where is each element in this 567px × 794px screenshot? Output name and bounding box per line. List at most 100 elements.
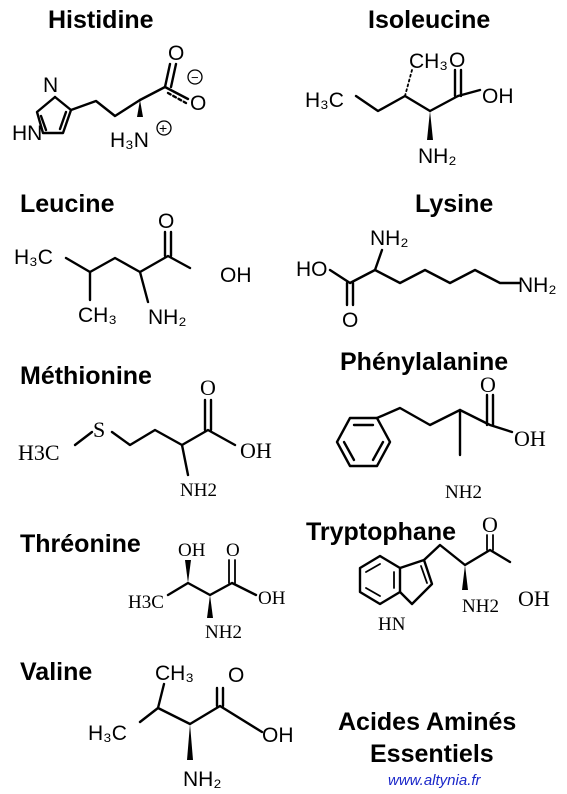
threonine-wedge-oh: [185, 560, 191, 583]
methionine-atom-h3c: H3C: [18, 440, 60, 465]
histidine-ring-double-2: [58, 110, 68, 131]
valine-atom-h3c: H₃C: [88, 722, 127, 745]
isoleucine-atom-h3c: H₃C: [305, 89, 344, 112]
leucine-c-n: [138, 270, 150, 304]
histidine-title: Histidine: [48, 6, 154, 34]
molecule-isoleucine: Isoleucine CH₃ H₃C O OH NH₂: [305, 6, 514, 168]
lysine-c-n: [373, 248, 384, 272]
molecule-phenylalanine: Phénylalanine O OH NH2: [335, 348, 546, 503]
methionine-atom-o: O: [200, 375, 216, 400]
tryptophane-atom-o: O: [482, 512, 498, 537]
tryptophane-pyrrole: [398, 558, 434, 606]
histidine-chain: [69, 98, 142, 118]
tryptophane-benz-double-3: [365, 587, 381, 597]
tryptophane-wedge: [462, 565, 468, 590]
histidine-plus-circle: [156, 120, 172, 136]
methionine-chain: [110, 428, 237, 447]
lysine-atom-nh2-top: NH₂: [370, 227, 408, 250]
histidine-atom-amine: H₃N: [110, 129, 149, 152]
histidine-co-top: [163, 62, 172, 89]
footer-url[interactable]: www.altynia.fr: [388, 772, 482, 789]
threonine-atom-o: O: [226, 540, 240, 561]
isoleucine-wedge: [427, 111, 433, 140]
footer-line-2: Essentiels: [370, 740, 494, 768]
histidine-atom-hn: HN: [12, 122, 42, 145]
valine-chain: [138, 704, 264, 734]
phenylalanine-atom-oh: OH: [514, 426, 546, 451]
phenylalanine-atom-o: O: [480, 372, 496, 397]
tryptophane-chain: [422, 543, 512, 567]
valine-atom-nh2: NH₂: [183, 768, 221, 791]
molecule-tryptophane: Tryptophane O OH HN NH2: [306, 512, 550, 635]
tryptophane-title: Tryptophane: [306, 518, 456, 546]
threonine-atom-oh: OH: [258, 588, 286, 609]
isoleucine-title: Isoleucine: [368, 6, 490, 34]
threonine-title: Thréonine: [20, 530, 141, 558]
valine-atom-oh: OH: [262, 724, 294, 747]
tryptophane-atom-hn: HN: [378, 614, 406, 635]
molecule-lysine: Lysine NH₂ HO O NH₂: [296, 190, 556, 332]
lysine-chain: [328, 268, 522, 285]
isoleucine-atom-nh2: NH₂: [418, 145, 456, 168]
histidine-ring-bonds: [35, 95, 73, 135]
leucine-atom-oh: OH: [220, 264, 252, 287]
phenylalanine-ring-double-2: [371, 440, 385, 462]
histidine-ring-bond: [53, 95, 73, 112]
molecule-histidine: Histidine N HN O − O H₃N +: [12, 6, 206, 152]
valine-atom-ch3: CH₃: [155, 662, 194, 685]
isoleucine-atom-o: O: [449, 49, 465, 72]
leucine-title: Leucine: [20, 190, 115, 218]
leucine-atom-h3c: H₃C: [14, 246, 53, 269]
threonine-atom-nh2: NH2: [205, 622, 242, 643]
lysine-atom-nh2-end: NH₂: [518, 274, 556, 297]
histidine-atom-o-right: O: [190, 92, 206, 115]
methionine-atom-nh2: NH2: [180, 480, 217, 501]
isoleucine-hash: [404, 69, 413, 97]
methionine-c-n: [180, 443, 190, 477]
molecule-threonine: Thréonine OH O H3C OH NH2: [20, 530, 286, 643]
lysine-atom-ho: HO: [296, 258, 328, 281]
valine-wedge: [187, 724, 193, 760]
isoleucine-atom-ch3: CH₃: [409, 50, 448, 73]
valine-title: Valine: [20, 658, 92, 686]
lysine-atom-o: O: [342, 309, 358, 332]
molecule-valine: Valine CH₃ H₃C O OH NH₂: [20, 658, 294, 791]
isoleucine-chain: [354, 94, 460, 113]
histidine-atom-o-top: O: [168, 42, 184, 65]
molecule-leucine: Leucine H₃C CH₃ NH₂ O OH: [14, 190, 252, 329]
molecule-methionine: Méthionine S H3C O OH NH2: [18, 362, 272, 501]
valine-atom-o: O: [228, 664, 244, 687]
threonine-chain: [166, 581, 258, 597]
leucine-chain: [64, 254, 192, 274]
methionine-c-s: [73, 430, 94, 447]
histidine-atom-n: N: [43, 74, 58, 97]
valine-branch: [156, 682, 166, 710]
tryptophane-atom-nh2: NH2: [462, 596, 499, 617]
threonine-wedge-n: [207, 595, 213, 618]
leucine-atom-o: O: [158, 210, 174, 233]
histidine-plus: +: [159, 120, 167, 136]
phenylalanine-title: Phénylalanine: [340, 348, 508, 376]
footer-line-1: Acides Aminés: [338, 708, 516, 736]
methionine-atom-s: S: [93, 417, 105, 442]
phenylalanine-atom-nh2: NH2: [445, 482, 482, 503]
histidine-minus: −: [191, 70, 199, 85]
histidine-co-deloc: [166, 91, 188, 105]
tryptophane-pyr-double: [420, 565, 428, 584]
leucine-atom-nh2: NH₂: [148, 306, 186, 329]
histidine-ring-double: [39, 114, 48, 132]
histidine-c-carboxyl: [138, 85, 167, 102]
phenylalanine-chain: [375, 406, 514, 434]
histidine-co-top-2: [169, 62, 178, 89]
histidine-minus-circle: [187, 69, 203, 85]
footer-caption: Acides Aminés Essentiels www.altynia.fr: [338, 708, 516, 789]
phenylalanine-ring-double-3: [342, 440, 356, 462]
histidine-wedge: [137, 100, 143, 117]
threonine-atom-h3c: H3C: [128, 592, 164, 613]
isoleucine-atom-oh: OH: [482, 85, 514, 108]
methionine-atom-oh: OH: [240, 438, 272, 463]
tryptophane-benz-double-1: [365, 563, 381, 573]
tryptophane-atom-oh: OH: [518, 586, 550, 611]
leucine-atom-ch3: CH₃: [78, 304, 117, 327]
